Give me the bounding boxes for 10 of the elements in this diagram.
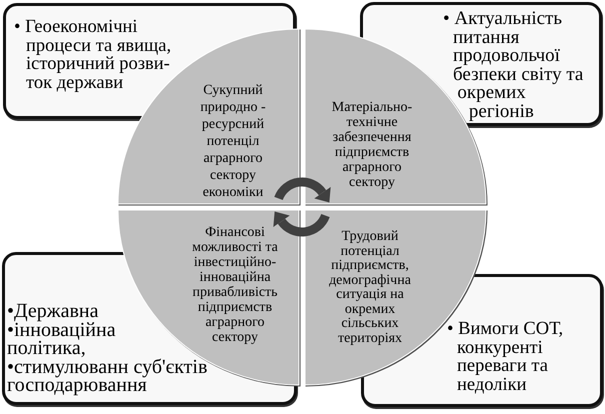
bullet-text: • Геоекономічні процеси та явища, історичний розви- ток держави	[14, 18, 172, 92]
bullet-text: •інноваційна політика,	[7, 320, 117, 358]
segment-text: Матеріально-технічне забезпечення підприємств аграрного сектору	[330, 100, 414, 190]
bullet-text: •стимулюванн суб'єктів господарювання	[7, 358, 208, 394]
bullet-text: •Державна	[7, 302, 98, 320]
bullet-text: • Вимоги СОТ, конкуренті переваги та недоліки	[447, 320, 564, 394]
segment-text: Фінансові можливості та інвестиційно-інноваційна привабливість підприємств аграрного сектору	[191, 225, 279, 345]
bullet-text: • Актуальність питання продовольчої безпеки світу та окремих регіонів	[443, 10, 584, 121]
segment-text: Сукупний природно - ресурсний потенціл аграрного сектору економіки	[199, 82, 267, 201]
segment-text: Трудовий потенціал підприємств, демографічна ситуація на окремих сільських територіях	[328, 230, 412, 346]
